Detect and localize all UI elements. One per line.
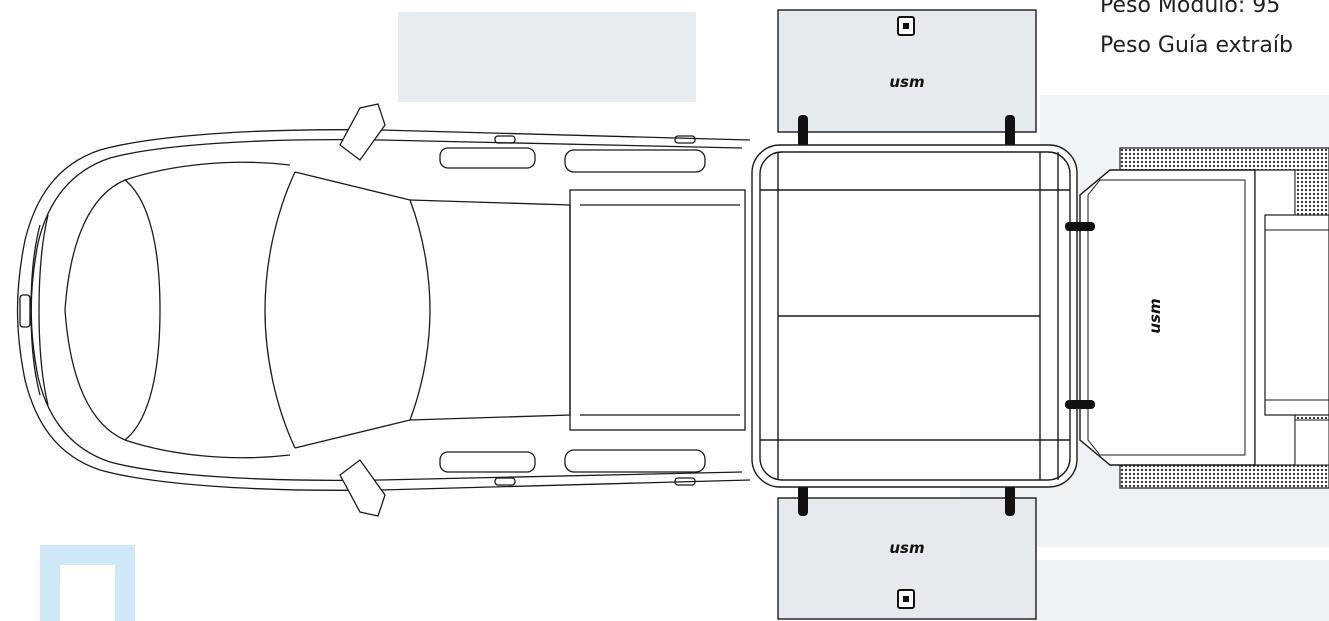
bottom-side-panel — [777, 478, 1037, 620]
slide-out-guide — [1065, 147, 1329, 489]
hinge-icon — [798, 115, 1015, 153]
module-unit — [751, 144, 1078, 488]
weight-module-text: Peso Modulo: 95 — [1100, 0, 1281, 18]
handle-icon — [1065, 222, 1095, 409]
watermark-logo-icon — [40, 545, 135, 621]
top-side-panel — [777, 9, 1037, 153]
weight-guide-text: Peso Guía extraíb — [1100, 33, 1293, 58]
logo-rear-panel: usm — [1146, 298, 1164, 333]
logo-top-panel: usm — [889, 73, 924, 91]
logo-bottom-panel: usm — [889, 539, 924, 557]
pickup-truck-icon — [16, 103, 751, 517]
